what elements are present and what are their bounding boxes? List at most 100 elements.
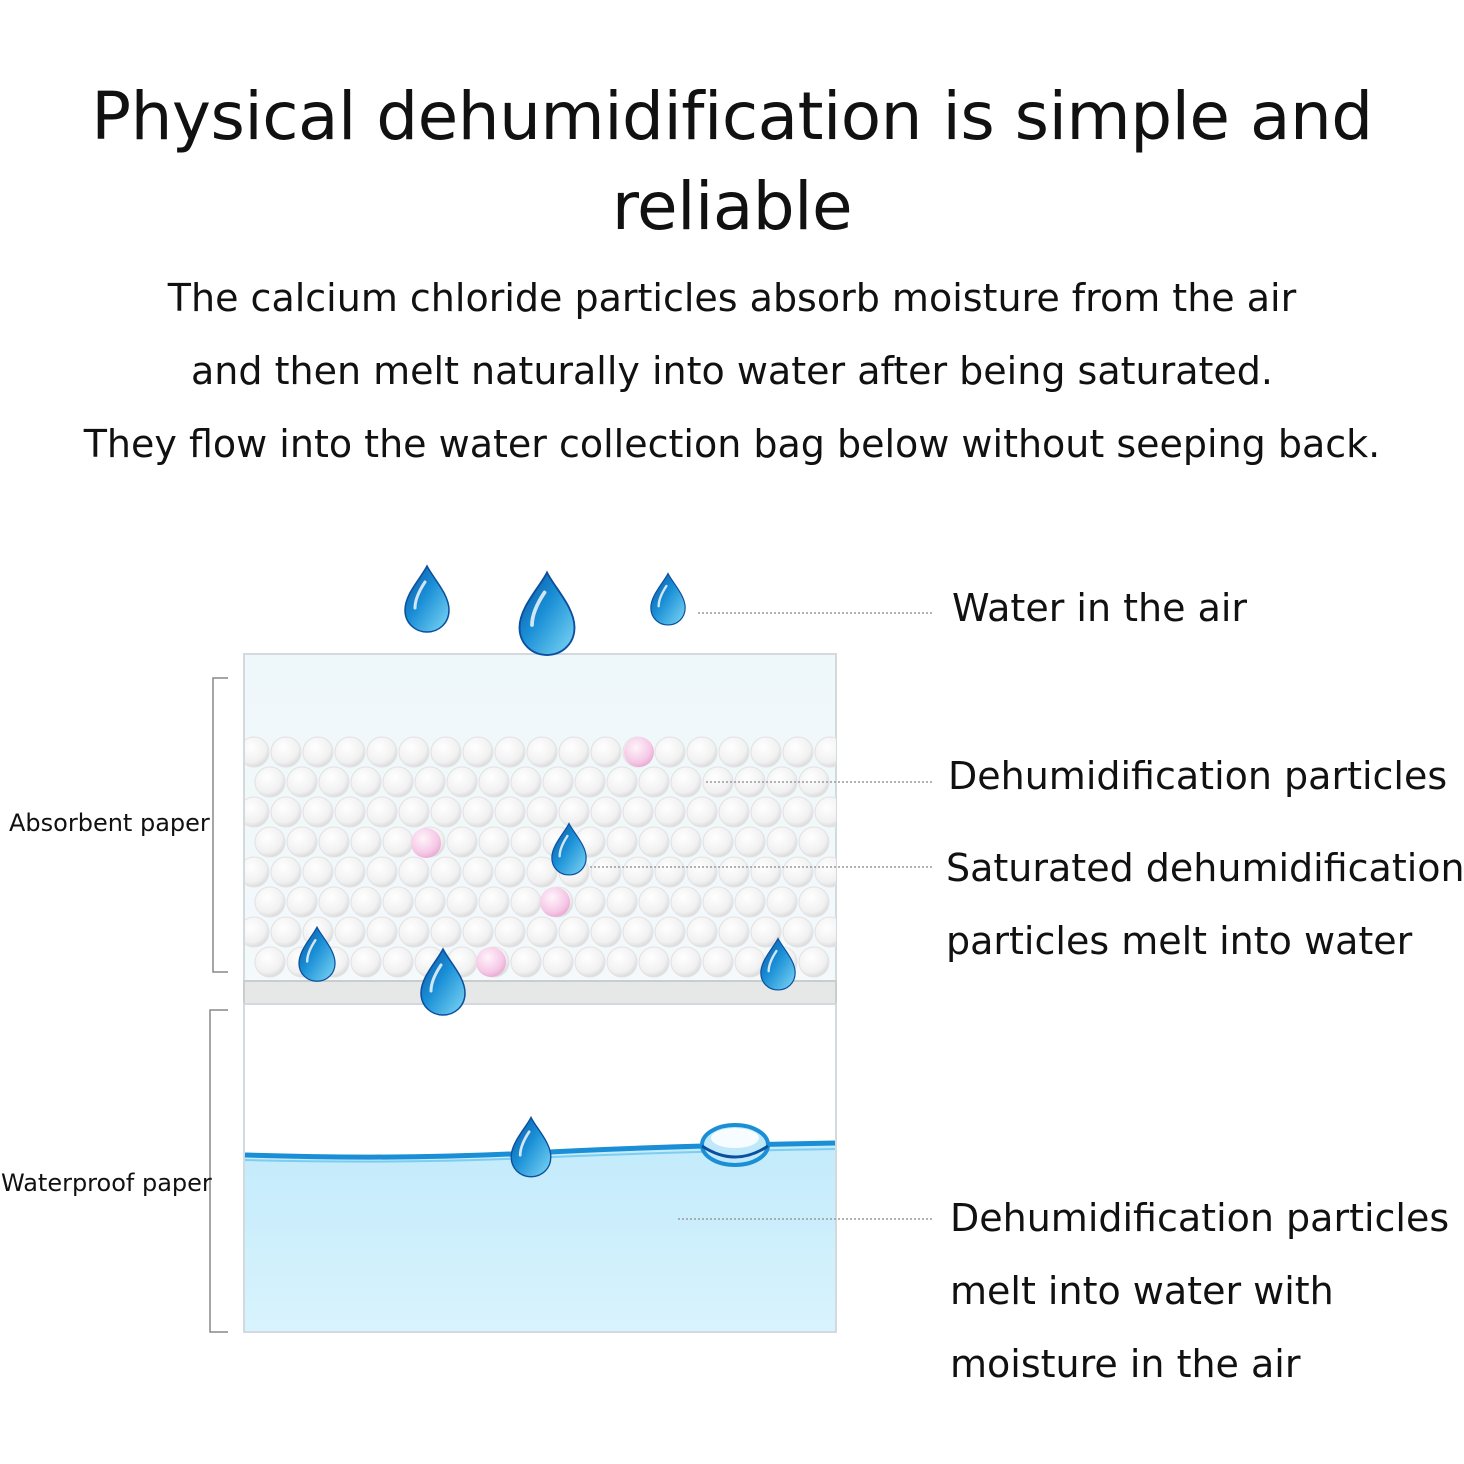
saturated-particle — [540, 887, 570, 917]
callout-saturated-line-2: particles melt into water — [946, 919, 1413, 963]
particle — [366, 916, 398, 948]
particle — [302, 736, 334, 768]
saturated-particle — [624, 737, 654, 767]
intro-line-3: They flow into the water collection bag … — [83, 422, 1381, 466]
particle — [254, 946, 286, 978]
particle — [686, 856, 718, 888]
particle — [334, 916, 366, 948]
particle — [814, 856, 836, 888]
particle — [638, 946, 670, 978]
particle — [718, 916, 750, 948]
particle — [245, 736, 270, 768]
particle — [606, 946, 638, 978]
intro-line-1: The calcium chloride particles absorb mo… — [167, 276, 1297, 320]
water-drop-icon — [551, 822, 587, 876]
particle — [494, 736, 526, 768]
particle — [622, 856, 654, 888]
particle — [302, 856, 334, 888]
particle — [350, 946, 382, 978]
particle — [366, 736, 398, 768]
water-drop-icon — [518, 570, 576, 656]
particle — [702, 946, 734, 978]
particle — [350, 886, 382, 918]
particle — [245, 796, 270, 828]
particle — [270, 796, 302, 828]
callout-dehumidification-particles: Dehumidification particles — [948, 740, 1447, 813]
waterproof-paper-label: Waterproof paper — [1, 1169, 212, 1197]
callout-particles-line-1: Dehumidification particles — [948, 754, 1448, 798]
absorbent-bracket — [212, 677, 228, 973]
particle — [734, 886, 766, 918]
particle — [718, 796, 750, 828]
particle — [318, 826, 350, 858]
callout-melt-line-2: melt into water with — [950, 1269, 1334, 1313]
callout-melt-line-1: Dehumidification particles — [950, 1196, 1450, 1240]
water-drop-icon — [760, 937, 796, 991]
particle — [782, 796, 814, 828]
particle — [606, 766, 638, 798]
particle — [606, 886, 638, 918]
callout-melt-into-water: Dehumidification particles melt into wat… — [950, 1182, 1449, 1401]
absorbent-paper-strip — [243, 980, 837, 1005]
particle — [702, 826, 734, 858]
intro-text: The calcium chloride particles absorb mo… — [0, 262, 1464, 481]
particle — [286, 886, 318, 918]
particle — [430, 796, 462, 828]
particle — [334, 736, 366, 768]
particle — [814, 916, 836, 948]
particle — [654, 856, 686, 888]
particle — [510, 946, 542, 978]
absorbent-paper-label: Absorbent paper — [9, 809, 210, 837]
particle — [510, 886, 542, 918]
particle — [478, 766, 510, 798]
particle — [766, 826, 798, 858]
particle — [318, 886, 350, 918]
particle — [366, 856, 398, 888]
particle — [334, 796, 366, 828]
particle — [350, 766, 382, 798]
particle — [590, 736, 622, 768]
particle — [782, 856, 814, 888]
particle — [494, 796, 526, 828]
particle — [430, 916, 462, 948]
particle — [430, 856, 462, 888]
particle — [286, 766, 318, 798]
particle — [670, 826, 702, 858]
particle — [718, 856, 750, 888]
particle — [254, 826, 286, 858]
particle — [686, 736, 718, 768]
particle — [558, 796, 590, 828]
water-drop-icon — [404, 564, 450, 633]
particle — [270, 736, 302, 768]
particle — [414, 766, 446, 798]
particle — [766, 886, 798, 918]
water-drop-icon — [510, 1115, 552, 1178]
particle — [462, 856, 494, 888]
particle — [798, 826, 830, 858]
callout-saturated-particles: Saturated dehumidification particles mel… — [946, 832, 1464, 978]
water-drop-icon — [298, 925, 336, 982]
particle — [814, 736, 836, 768]
callout-saturated-line-1: Saturated dehumidification — [946, 846, 1464, 890]
particle — [446, 886, 478, 918]
particle — [398, 736, 430, 768]
particle — [510, 826, 542, 858]
particle — [382, 826, 414, 858]
particle — [654, 736, 686, 768]
particle — [366, 796, 398, 828]
particle — [686, 796, 718, 828]
particle — [462, 796, 494, 828]
particle — [734, 826, 766, 858]
particle — [245, 916, 270, 948]
particle — [494, 856, 526, 888]
particle — [622, 796, 654, 828]
callout-melt-line-3: moisture in the air — [950, 1342, 1301, 1386]
particle — [782, 916, 814, 948]
particle — [542, 946, 574, 978]
particle — [398, 856, 430, 888]
particle — [574, 766, 606, 798]
particle — [590, 856, 622, 888]
particle — [718, 736, 750, 768]
particle — [670, 886, 702, 918]
particle — [462, 916, 494, 948]
